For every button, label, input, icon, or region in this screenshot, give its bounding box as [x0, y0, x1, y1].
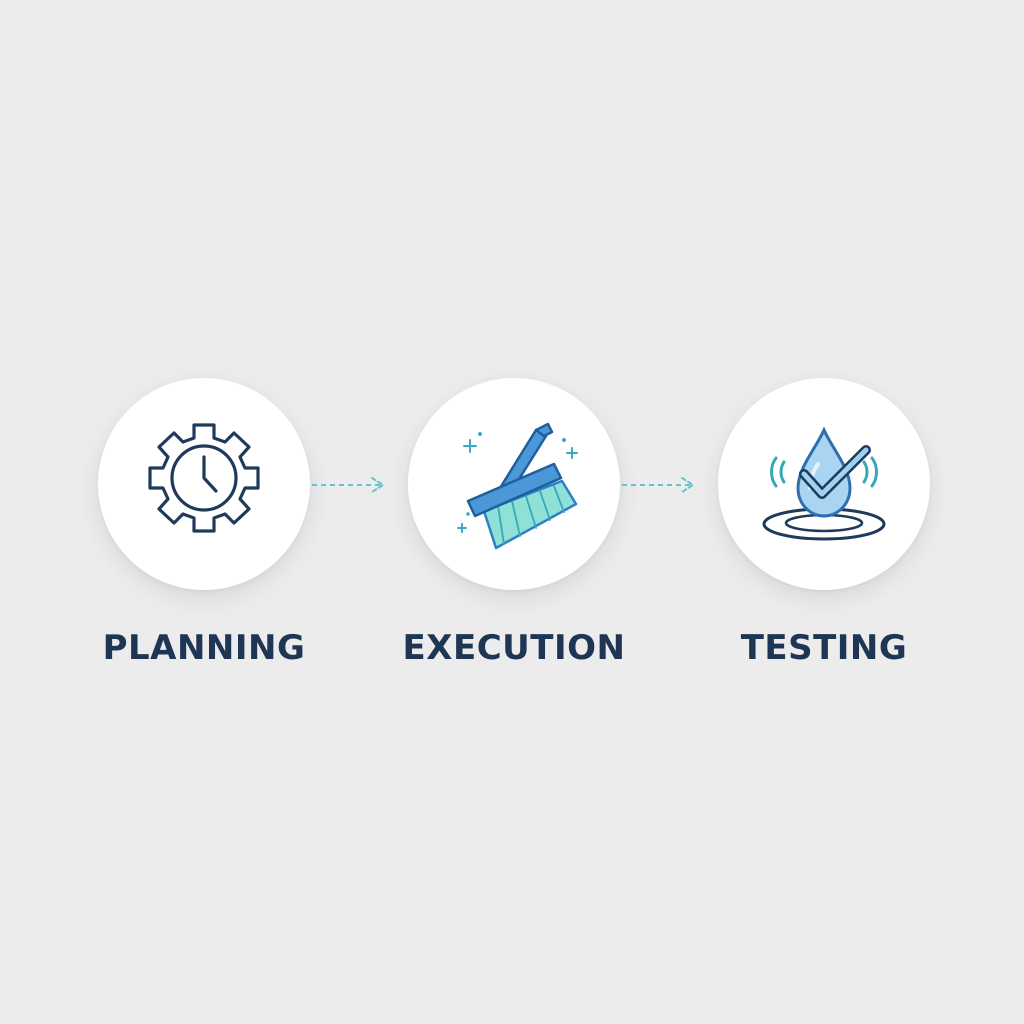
execution-step-circle — [408, 378, 620, 590]
execution-label: EXECUTION — [402, 628, 626, 668]
testing-step-circle — [718, 378, 930, 590]
testing-label: TESTING — [740, 628, 908, 668]
clock-hands — [202, 455, 218, 493]
vibration-marks — [770, 456, 878, 488]
planning-step-circle — [98, 378, 310, 590]
water-drop-check-icon — [762, 426, 886, 541]
planning-label: PLANNING — [102, 628, 306, 668]
gear-clock-icon — [148, 423, 260, 533]
dashed-arrow-1 — [312, 477, 385, 493]
clock-face — [170, 444, 238, 512]
gear-outline — [148, 423, 260, 533]
scrub-brush-icon — [457, 422, 578, 550]
brush-bristles — [482, 479, 578, 550]
dashed-arrow-2 — [622, 477, 695, 493]
sparkle-icon — [457, 439, 578, 533]
brush-block — [466, 462, 563, 518]
